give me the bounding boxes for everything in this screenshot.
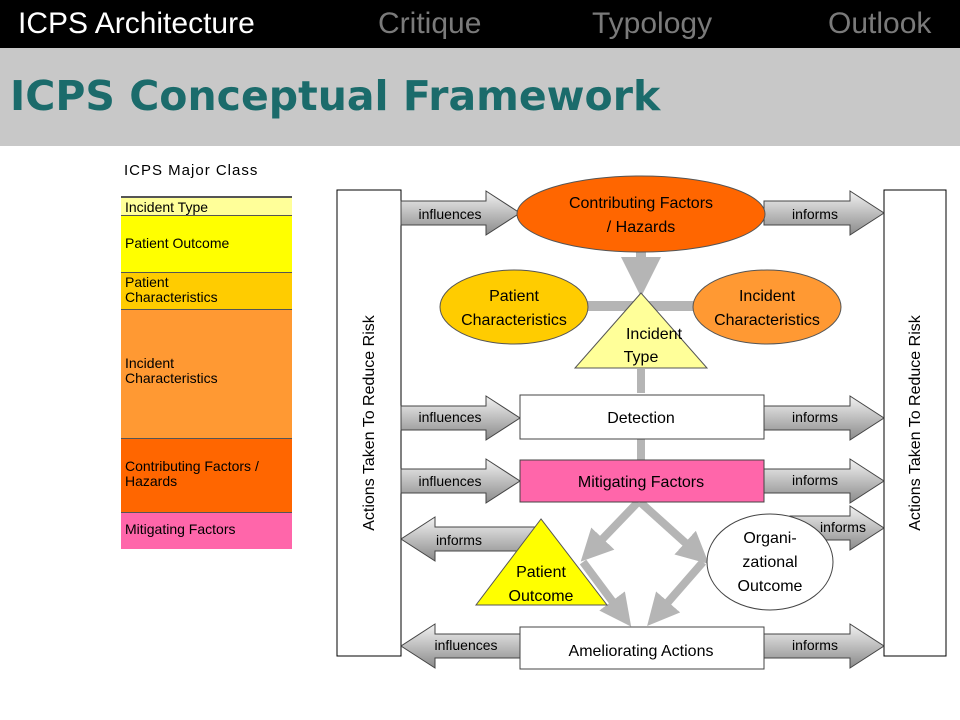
informs-arrow: informs — [763, 623, 885, 669]
detection-label: Detection — [607, 410, 675, 427]
legend-label: Incident Characteristics — [125, 355, 218, 386]
legend-label: Contributing Factors / Hazards — [125, 458, 259, 489]
influences-label: influences — [418, 473, 481, 489]
influences-arrow: influences — [400, 623, 521, 669]
incident-characteristics-line: Incident — [739, 288, 796, 305]
left-actions-box — [336, 189, 402, 657]
title-bar: ICPS Conceptual Framework — [0, 48, 960, 146]
informs-arrow: informs — [763, 395, 885, 441]
legend-band-incident-characteristics: Incident Characteristics — [121, 309, 292, 438]
legend-band-patient-outcome: Patient Outcome — [121, 215, 292, 272]
patient-outcome-line: Patient — [516, 564, 566, 581]
influences-arrow: influences — [400, 190, 521, 236]
contributing-factors-line: Contributing Factors — [569, 195, 713, 212]
organizational-outcome-line: zational — [742, 554, 797, 571]
legend-label: Incident Type — [125, 199, 209, 215]
informs-label: informs — [792, 206, 838, 222]
mitigating-factors-node: Mitigating Factors — [519, 459, 765, 503]
patient-characteristics-line: Patient — [489, 288, 539, 305]
influences-label: influences — [418, 409, 481, 425]
contributing-factors-node: Contributing Factors / Hazards — [516, 175, 766, 253]
detection-node: Detection — [519, 394, 765, 440]
patient-characteristics-line: Characteristics — [461, 312, 567, 329]
legend-band-contributing-factors: Contributing Factors / Hazards — [121, 438, 292, 512]
nav-outlook[interactable]: Outlook — [828, 7, 932, 40]
patient-outcome-to-ameliorating-arrow — [579, 559, 632, 627]
influences-label: influences — [434, 637, 497, 653]
org-outcome-to-ameliorating-arrow — [647, 559, 707, 627]
informs-arrow: informs — [763, 190, 885, 236]
informs-arrow: informs — [763, 458, 885, 504]
contributing-factors-label: Contributing Factors / Hazards — [569, 195, 713, 236]
legend-band-patient-characteristics: Patient Characteristics — [121, 272, 292, 309]
influences-arrow: influences — [400, 395, 521, 441]
mitigating-to-org-outcome-arrow — [637, 499, 709, 565]
legend-title: ICPS Major Class — [124, 162, 259, 179]
organizational-outcome-line: Outcome — [738, 578, 803, 595]
incident-type-line: Incident — [626, 326, 683, 343]
contributing-factors-line: / Hazards — [607, 219, 675, 236]
incident-type-line: Type — [624, 349, 659, 366]
incident-characteristics-line: Characteristics — [714, 312, 820, 329]
informs-arrow: informs — [400, 516, 541, 562]
informs-label: informs — [792, 409, 838, 425]
legend-label: Patient Outcome — [125, 235, 230, 251]
informs-label: informs — [792, 637, 838, 653]
legend-band-incident-type: Incident Type — [121, 196, 292, 215]
patient-outcome-line: Outcome — [509, 588, 574, 605]
nav-typology[interactable]: Typology — [592, 7, 713, 40]
ameliorating-actions-label: Ameliorating Actions — [569, 643, 714, 660]
informs-label: informs — [792, 472, 838, 488]
ameliorating-actions-node: Ameliorating Actions — [519, 626, 765, 670]
influences-label: influences — [418, 206, 481, 222]
influences-arrow: influences — [400, 458, 521, 504]
legend-label: Mitigating Factors — [125, 521, 236, 537]
right-actions-box — [883, 189, 947, 657]
organizational-outcome-line: Organi- — [743, 530, 796, 547]
right-actions-label: Actions Taken To Reduce Risk — [907, 314, 924, 531]
legend-band-mitigating-factors: Mitigating Factors — [121, 512, 292, 549]
legend-label: Patient Characteristics — [125, 274, 218, 305]
nav-icps-architecture[interactable]: ICPS Architecture — [18, 7, 255, 40]
informs-label: informs — [820, 519, 866, 535]
mitigating-to-patient-outcome-arrow — [580, 499, 641, 562]
nav-critique[interactable]: Critique — [378, 7, 482, 40]
top-navigation: ICPS Architecture Critique Typology Outl… — [0, 0, 960, 48]
page-title: ICPS Conceptual Framework — [10, 72, 661, 120]
left-actions-label: Actions Taken To Reduce Risk — [361, 314, 378, 531]
informs-label: informs — [436, 532, 482, 548]
mitigating-factors-label: Mitigating Factors — [578, 474, 704, 491]
